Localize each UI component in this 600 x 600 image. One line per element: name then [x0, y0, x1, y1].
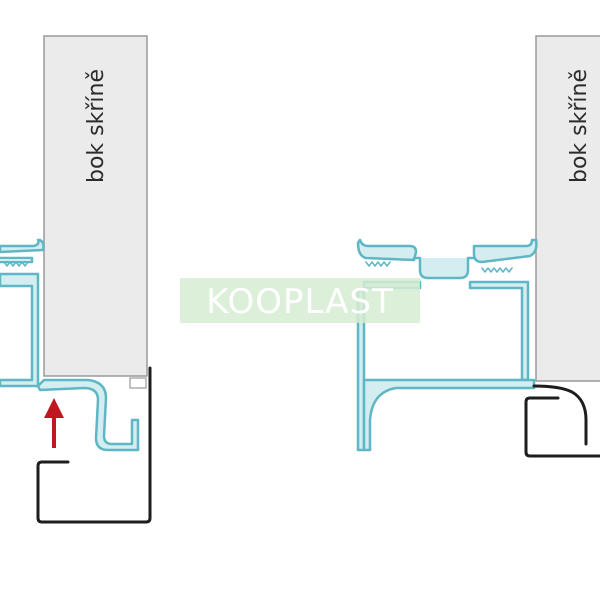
- kooplast-watermark: KOOPLAST: [180, 278, 420, 323]
- up-arrow-icon: [44, 398, 64, 448]
- svg-text:KOOPLAST: KOOPLAST: [206, 282, 394, 322]
- panel-label-right: bok skříně: [567, 69, 592, 183]
- clip-bracket-lower: [36, 366, 152, 524]
- panel-label-left: bok skříně: [84, 69, 109, 183]
- clip-bracket-right: [524, 396, 600, 458]
- aluminium-profile-left: [0, 238, 140, 452]
- end-cap-left: [129, 377, 147, 389]
- clip-bracket-right-top: [532, 384, 588, 446]
- cabinet-side-panel-right: [535, 35, 600, 382]
- aluminium-profile-right: [356, 238, 538, 452]
- cabinet-side-panel-left: [43, 35, 148, 377]
